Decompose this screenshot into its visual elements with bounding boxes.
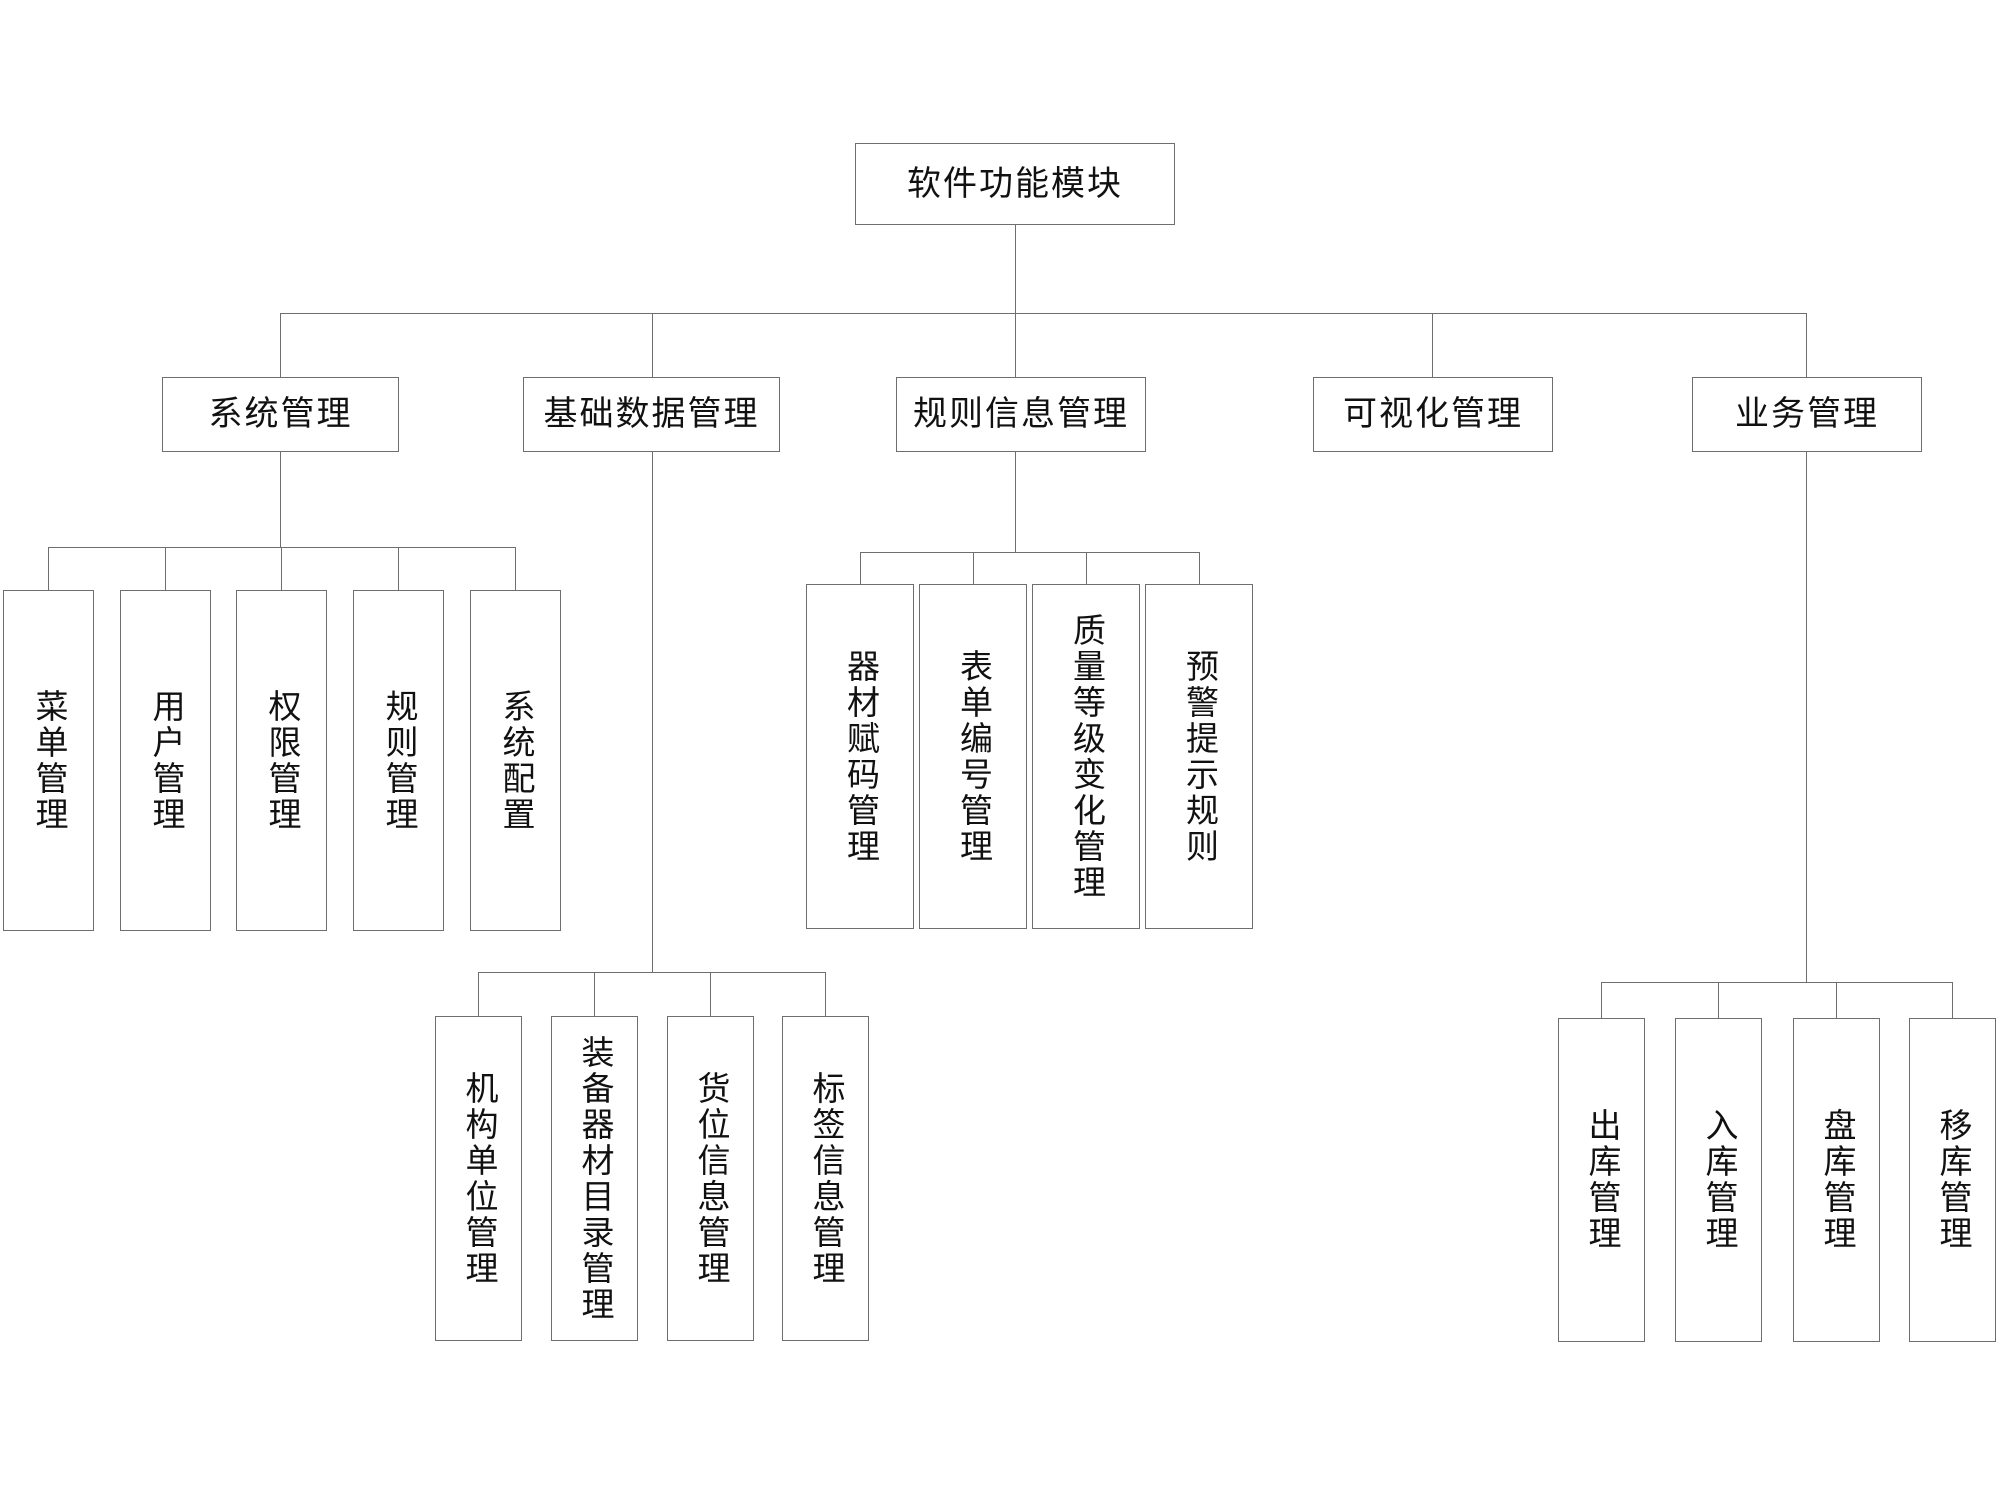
node-stocktaking-management[interactable]: 盘库管理 — [1793, 1018, 1880, 1342]
node-label: 用户管理 — [146, 688, 186, 833]
connector-basedata-to-org-unit — [478, 972, 479, 1016]
node-label: 入库管理 — [1699, 1108, 1739, 1252]
connector-bus-to-visual — [1432, 313, 1433, 377]
connector-rule-to-quality-grade — [1086, 552, 1087, 584]
node-label: 预警提示规则 — [1180, 648, 1220, 865]
connector-system-to-permission — [281, 547, 282, 590]
node-label: 系统配置 — [496, 688, 536, 833]
node-label: 器材赋码管理 — [841, 648, 881, 865]
connector-business-to-outbound — [1601, 982, 1602, 1018]
connector-basedata-stem — [652, 452, 653, 972]
node-form-numbering-management[interactable]: 表单编号管理 — [919, 584, 1027, 929]
node-rule-info-management[interactable]: 规则信息管理 — [896, 377, 1146, 452]
connector-rule-stem — [1015, 452, 1016, 552]
node-warehouse-transfer-management[interactable]: 移库管理 — [1909, 1018, 1996, 1342]
node-business-management[interactable]: 业务管理 — [1692, 377, 1922, 452]
connector-basedata-to-location-info — [710, 972, 711, 1016]
node-warning-prompt-rule[interactable]: 预警提示规则 — [1145, 584, 1253, 929]
connector-business-to-inbound — [1718, 982, 1719, 1018]
node-permission-management[interactable]: 权限管理 — [236, 590, 327, 931]
connector-basedata-bus — [478, 972, 826, 973]
connector-system-to-config — [515, 547, 516, 590]
connector-business-bus — [1601, 982, 1953, 983]
node-label: 装备器材目录管理 — [575, 1034, 615, 1323]
connector-system-to-menu — [48, 547, 49, 590]
connector-bus-to-business — [1806, 313, 1807, 377]
connector-rule-to-warning-rule — [1199, 552, 1200, 584]
node-label: 出库管理 — [1582, 1108, 1622, 1252]
node-label: 表单编号管理 — [954, 648, 994, 865]
connector-rule-bus — [860, 552, 1200, 553]
connector-level2-bus — [280, 313, 1806, 314]
node-label: 基础数据管理 — [543, 394, 760, 435]
connector-basedata-to-label-info — [825, 972, 826, 1016]
connector-business-to-stocktake — [1836, 982, 1837, 1018]
node-organization-unit-management[interactable]: 机构单位管理 — [435, 1016, 522, 1341]
node-label: 移库管理 — [1933, 1108, 1973, 1252]
connector-bus-to-basedata — [652, 313, 653, 377]
node-equipment-coding-management[interactable]: 器材赋码管理 — [806, 584, 914, 929]
node-label: 软件功能模块 — [907, 163, 1123, 204]
connector-bus-to-rule — [1015, 313, 1016, 377]
node-inbound-management[interactable]: 入库管理 — [1675, 1018, 1762, 1342]
node-root-software-function-module[interactable]: 软件功能模块 — [855, 143, 1175, 225]
node-label-info-management[interactable]: 标签信息管理 — [782, 1016, 869, 1341]
node-label: 机构单位管理 — [459, 1070, 499, 1287]
node-label: 标签信息管理 — [806, 1070, 846, 1287]
node-label: 质量等级变化管理 — [1067, 612, 1107, 901]
connector-rule-to-equipment-code — [860, 552, 861, 584]
node-equipment-catalog-management[interactable]: 装备器材目录管理 — [551, 1016, 638, 1341]
node-system-config[interactable]: 系统配置 — [470, 590, 561, 931]
node-label: 菜单管理 — [29, 688, 69, 833]
node-user-management[interactable]: 用户管理 — [120, 590, 211, 931]
connector-business-to-transfer — [1952, 982, 1953, 1018]
node-label: 规则管理 — [379, 688, 419, 833]
node-menu-management[interactable]: 菜单管理 — [3, 590, 94, 931]
node-system-management[interactable]: 系统管理 — [162, 377, 399, 452]
node-label: 盘库管理 — [1817, 1108, 1857, 1252]
connector-business-stem — [1806, 452, 1807, 982]
connector-bus-to-system — [280, 313, 281, 377]
node-quality-grade-change-management[interactable]: 质量等级变化管理 — [1032, 584, 1140, 929]
connector-system-stem — [280, 452, 281, 547]
connector-root-stem — [1015, 225, 1016, 313]
node-label: 规则信息管理 — [913, 394, 1129, 435]
node-label: 系统管理 — [208, 394, 353, 435]
node-basic-data-management[interactable]: 基础数据管理 — [523, 377, 780, 452]
node-label: 可视化管理 — [1343, 394, 1523, 435]
connector-system-to-user — [165, 547, 166, 590]
node-label: 权限管理 — [262, 688, 302, 833]
node-rule-management[interactable]: 规则管理 — [353, 590, 444, 931]
node-visualization-management[interactable]: 可视化管理 — [1313, 377, 1553, 452]
connector-system-bus — [48, 547, 516, 548]
connector-rule-to-form-number — [973, 552, 974, 584]
node-label: 货位信息管理 — [691, 1070, 731, 1287]
node-outbound-management[interactable]: 出库管理 — [1558, 1018, 1645, 1342]
connector-system-to-rule — [398, 547, 399, 590]
node-storage-location-info-management[interactable]: 货位信息管理 — [667, 1016, 754, 1341]
node-label: 业务管理 — [1735, 394, 1879, 435]
connector-basedata-to-equipment-catalog — [594, 972, 595, 1016]
